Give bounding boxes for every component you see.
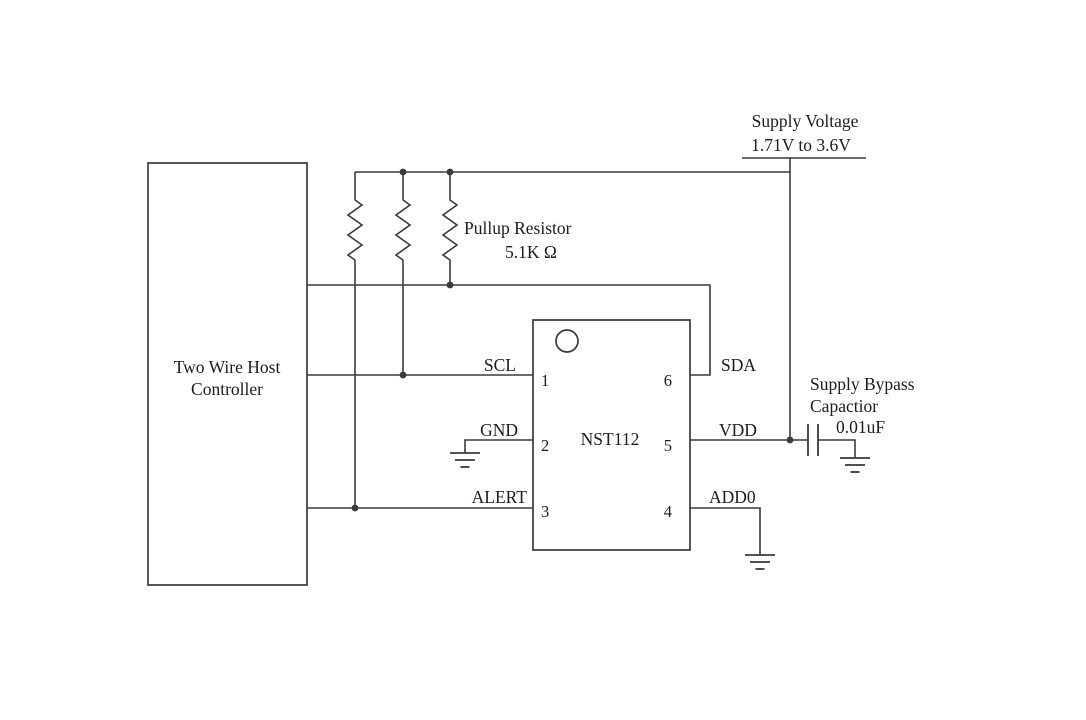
junction-dot [351,504,359,512]
bypass-capacitor-label-line2: Capactior [810,396,878,416]
ic-body [532,319,691,551]
pin-label-scl: SCL [484,355,516,375]
host-controller-label-line1: Two Wire Host [174,357,281,377]
wire-gnd [464,439,533,453]
junction-dot [446,168,454,176]
pullup-resistor-value: 5.1K Ω [505,242,557,262]
pin-number-1: 1 [541,371,549,390]
pin-label-alert: ALERT [472,487,528,507]
resistor-pullup-3 [441,172,459,285]
host-controller-label-line2: Controller [191,379,263,399]
pin-label-sda: SDA [721,355,756,375]
wire-sda [307,284,711,376]
bypass-capacitor-value: 0.01uF [836,417,885,437]
pin-number-5: 5 [664,436,672,455]
pin-label-add0: ADD0 [709,487,756,507]
bypass-capacitor-label-line1: Supply Bypass [810,374,915,394]
pin-number-3: 3 [541,502,549,521]
resistor-pullup-2 [394,172,412,375]
junction-dot [446,281,454,289]
pin-number-6: 6 [664,371,672,390]
ic-pin1-marker [555,329,579,353]
host-controller-box [147,162,308,586]
supply-voltage-range: 1.71V to 3.6V [751,135,851,155]
junction-dot [399,168,407,176]
ic-name-label: NST112 [581,429,640,449]
pin-number-2: 2 [541,436,549,455]
pin-label-gnd: GND [480,420,518,440]
junction-dot [786,436,794,444]
wire-capacitor-to-ground [818,439,856,458]
pullup-resistor-label: Pullup Resistor [464,218,572,238]
junction-dot [399,371,407,379]
pin-label-vdd: VDD [719,420,757,440]
supply-voltage-label: Supply Voltage [752,111,859,131]
ground-symbol-gnd [450,452,480,468]
pin-number-4: 4 [664,502,672,521]
ground-symbol-capacitor [840,457,870,473]
wire-add0 [690,507,761,555]
resistor-pullup-1 [346,172,364,508]
ground-symbol-add0 [745,554,775,570]
